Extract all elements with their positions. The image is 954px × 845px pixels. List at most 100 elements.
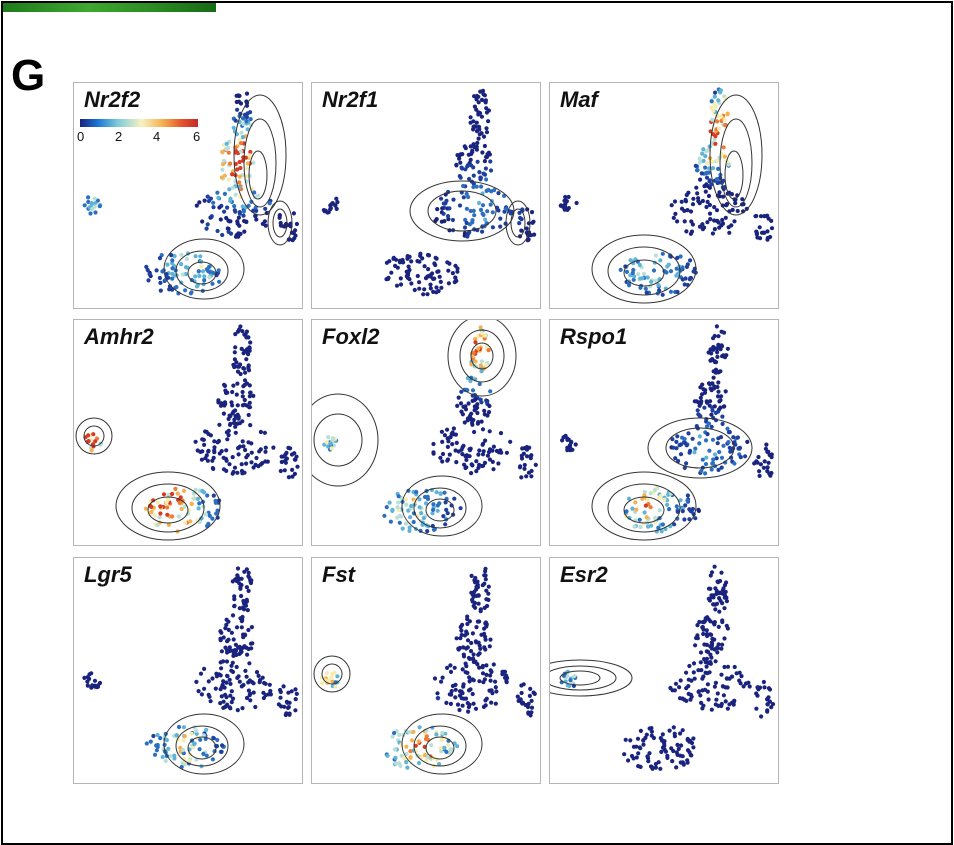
cell-point [435,269,440,274]
cell-point [484,400,490,405]
cell-point [254,455,259,461]
cell-point [194,728,199,733]
cell-point [237,606,242,611]
cell-point [665,755,670,760]
cell-point [431,507,436,512]
cell-point [198,254,203,259]
cell-point [470,420,475,425]
density-contour [233,94,287,216]
cell-point [246,335,251,340]
cell-point [715,158,720,163]
cell-point [181,488,187,493]
cell-point [667,728,672,733]
cell-point [228,681,233,686]
cell-point [525,238,530,243]
cell-point [466,194,471,200]
cell-point [218,638,223,643]
cell-point [484,126,489,131]
cell-point [242,644,247,649]
cell-point [425,292,430,297]
cell-point [234,625,240,630]
cell-point [704,204,709,210]
feature-plot-maf: Maf [549,82,779,309]
cell-point [756,454,761,460]
cell-point [431,527,437,532]
cell-point [485,603,490,609]
cell-point [690,436,695,441]
cell-point [231,125,236,130]
cell-point [196,506,201,511]
feature-plot-nr2f1: Nr2f1 [311,82,541,309]
density-contour [248,150,268,200]
cell-point [725,111,730,116]
cell-point [226,226,231,231]
cell-point [455,266,460,271]
cell-point [225,437,230,442]
cell-point [517,221,522,226]
cell-point [406,508,411,513]
cell-point [226,433,231,438]
cell-point [486,108,491,113]
cell-point [622,752,627,757]
cell-point [473,359,478,364]
cell-point [718,114,723,119]
cell-point [715,691,720,696]
cell-point [237,174,242,179]
cell-point [231,637,236,642]
cell-point [675,255,680,260]
cell-point [408,755,413,760]
cell-point [431,276,436,281]
colorbar-tick: 6 [193,129,201,144]
cell-point [333,203,338,208]
cell-point [667,507,672,512]
colorbar-gradient [80,119,198,127]
cell-point [573,442,578,447]
cell-point [233,345,238,350]
cell-point [240,419,245,424]
cell-point [482,626,487,631]
cell-point [712,205,717,210]
cell-point [236,234,241,239]
cell-point [498,431,504,436]
cell-point [638,285,643,290]
cell-point [710,159,715,164]
cell-point [680,509,685,514]
cell-point [463,167,468,172]
cell-point [675,434,680,439]
cell-point [154,268,159,273]
cell-point [233,332,238,337]
cell-point [460,667,465,672]
cell-point [679,442,684,447]
cell-point [660,522,665,527]
cell-point [406,488,411,493]
cell-point [228,198,233,204]
cell-point [245,453,250,458]
cell-point [456,449,461,454]
cell-point [178,495,183,500]
cell-point [465,701,470,706]
cell-point [89,200,94,206]
cell-point [94,685,100,690]
cell-point [630,270,635,276]
cell-point [446,268,451,273]
cell-point [453,275,458,280]
top-image-strip [3,3,216,12]
cell-point [467,447,472,452]
cell-point [687,750,692,755]
cell-point [434,732,439,737]
cell-point [459,632,464,638]
cell-point [193,439,198,444]
cell-point [662,497,667,502]
cell-point [246,412,251,418]
cell-point [710,231,715,236]
cell-point [672,199,678,204]
cell-point [566,194,571,200]
cell-point [675,271,681,276]
cell-point [286,475,291,480]
cell-point [229,648,234,653]
cell-point [200,449,205,454]
cell-point [487,457,492,462]
density-contour [607,246,681,296]
cell-point [244,674,249,679]
cell-point [251,690,256,695]
